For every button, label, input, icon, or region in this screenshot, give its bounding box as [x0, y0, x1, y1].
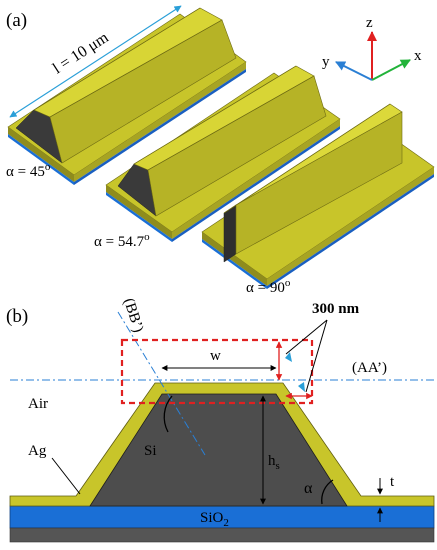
bb-angle-arc: [163, 395, 173, 433]
ag-leader: [51, 457, 81, 495]
axis-z-label: z: [366, 15, 373, 31]
axis-y-label: y: [322, 54, 330, 70]
waveguide-54-7: [105, 65, 341, 242]
bb-label: (BB’): [120, 296, 146, 334]
waveguide-90: [201, 103, 435, 289]
coordinate-axes: z y x: [322, 15, 422, 81]
length-arrow: [9, 5, 182, 118]
angle-label-45: α = 45o: [6, 161, 51, 180]
panel-a-label: (a): [6, 10, 27, 31]
ag-label: Ag: [28, 443, 47, 459]
bb-line: [117, 311, 206, 456]
substrate-layer: [9, 527, 435, 543]
sio2-label: SiO2: [200, 510, 229, 529]
hs-label: hs: [268, 453, 280, 472]
si-core: [89, 393, 348, 507]
axis-x-label: x: [414, 48, 422, 64]
alpha-label: α: [304, 480, 313, 497]
t-label: t: [390, 474, 395, 490]
alpha-arc: [321, 479, 334, 505]
thickness-leader-1: [285, 319, 328, 355]
thickness-marker-2: [298, 382, 305, 392]
thickness-leader-2: [305, 319, 328, 393]
thickness-label: 300 nm: [312, 301, 360, 317]
panel-b-label: (b): [6, 306, 28, 327]
aa-label: (AA’): [352, 360, 387, 376]
w-label: w: [210, 348, 221, 364]
angle-label-90: α = 90o: [246, 277, 291, 296]
air-label: Air: [28, 396, 48, 412]
si-label: Si: [144, 443, 157, 459]
thickness-marker-1: [285, 352, 292, 362]
angle-label-54-7: α = 54.7o: [94, 231, 150, 250]
